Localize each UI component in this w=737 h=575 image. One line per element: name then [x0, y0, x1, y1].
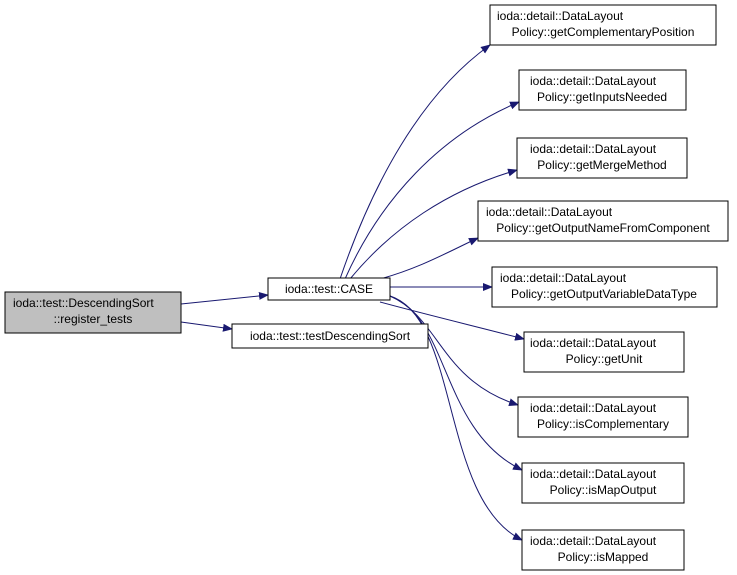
node-root-line1: ioda::test::DescendingSort	[13, 296, 154, 310]
node-is-mapped-line1: ioda::detail::DataLayout	[530, 534, 657, 548]
node-get-output-variable-data-type-line2: Policy::getOutputVariableDataType	[511, 287, 697, 301]
edge-root-to-test-descending-sort	[180, 321, 233, 332]
node-get-merge-method[interactable]: ioda::detail::DataLayout Policy::getMerg…	[516, 137, 688, 179]
node-case-label: ioda::test::CASE	[285, 282, 373, 296]
node-root-line2: ::register_tests	[54, 312, 133, 326]
node-get-inputs-needed-line2: Policy::getInputsNeeded	[537, 90, 667, 104]
node-is-map-output-line1: ioda::detail::DataLayout	[530, 467, 657, 481]
node-root-box	[4, 291, 182, 334]
node-get-output-variable-data-type[interactable]: ioda::detail::DataLayout Policy::getOutp…	[491, 266, 718, 308]
node-get-output-name-from-component-line2: Policy::getOutputNameFromComponent	[496, 221, 710, 235]
node-is-complementary[interactable]: ioda::detail::DataLayout Policy::isCompl…	[517, 396, 689, 438]
node-get-output-name-from-component-line1: ioda::detail::DataLayout	[486, 205, 613, 219]
edge-case-to-get-output-name-from-component	[379, 237, 479, 280]
node-get-merge-method-box	[516, 137, 688, 179]
node-root[interactable]: ioda::test::DescendingSort ::register_te…	[4, 291, 182, 334]
node-is-complementary-box	[517, 396, 689, 438]
node-get-output-variable-data-type-line1: ioda::detail::DataLayout	[500, 271, 627, 285]
node-get-unit-box	[523, 331, 685, 373]
node-is-map-output[interactable]: ioda::detail::DataLayout Policy::isMapOu…	[521, 462, 685, 504]
node-get-complementary-position-line1: ioda::detail::DataLayout	[497, 9, 624, 23]
node-test-descending-sort-label: ioda::test::testDescendingSort	[250, 329, 411, 343]
node-get-merge-method-line1: ioda::detail::DataLayout	[530, 142, 657, 156]
edge-case-to-get-complementary-position	[339, 44, 491, 280]
node-get-inputs-needed-line1: ioda::detail::DataLayout	[530, 74, 657, 88]
node-test-descending-sort-box	[231, 323, 429, 349]
node-case-box	[267, 277, 391, 301]
node-is-map-output-box	[521, 462, 685, 504]
edge-case-to-get-inputs-needed	[344, 101, 520, 280]
node-get-output-name-from-component[interactable]: ioda::detail::DataLayout Policy::getOutp…	[477, 200, 729, 242]
edge-case-to-get-merge-method	[349, 168, 518, 280]
edges	[180, 44, 525, 541]
edge-case-to-is-complementary	[389, 295, 519, 407]
node-get-complementary-position[interactable]: ioda::detail::DataLayout Policy::getComp…	[489, 4, 717, 46]
node-get-complementary-position-box	[489, 4, 717, 46]
node-get-unit-line2: Policy::getUnit	[566, 352, 643, 366]
node-get-inputs-needed-box	[518, 69, 687, 111]
node-get-output-name-from-component-box	[477, 200, 729, 242]
node-get-merge-method-line2: Policy::getMergeMethod	[537, 158, 666, 172]
node-get-output-variable-data-type-box	[491, 266, 718, 308]
node-is-map-output-line2: Policy::isMapOutput	[550, 483, 657, 497]
node-is-mapped-box	[521, 529, 685, 571]
node-get-unit[interactable]: ioda::detail::DataLayout Policy::getUnit	[523, 331, 685, 373]
node-is-mapped-line2: Policy::isMapped	[558, 550, 649, 564]
edge-root-to-case	[180, 291, 269, 305]
node-get-inputs-needed[interactable]: ioda::detail::DataLayout Policy::getInpu…	[518, 69, 687, 111]
edge-case-to-is-mapped	[389, 295, 523, 541]
node-get-unit-line1: ioda::detail::DataLayout	[530, 336, 657, 350]
edge-case-to-get-unit	[379, 301, 525, 341]
node-case[interactable]: ioda::test::CASE	[267, 277, 391, 301]
node-is-mapped[interactable]: ioda::detail::DataLayout Policy::isMappe…	[521, 529, 685, 571]
node-test-descending-sort[interactable]: ioda::test::testDescendingSort	[231, 323, 429, 349]
node-get-complementary-position-line2: Policy::getComplementaryPosition	[512, 25, 695, 39]
node-is-complementary-line2: Policy::isComplementary	[537, 417, 669, 431]
node-is-complementary-line1: ioda::detail::DataLayout	[530, 401, 657, 415]
